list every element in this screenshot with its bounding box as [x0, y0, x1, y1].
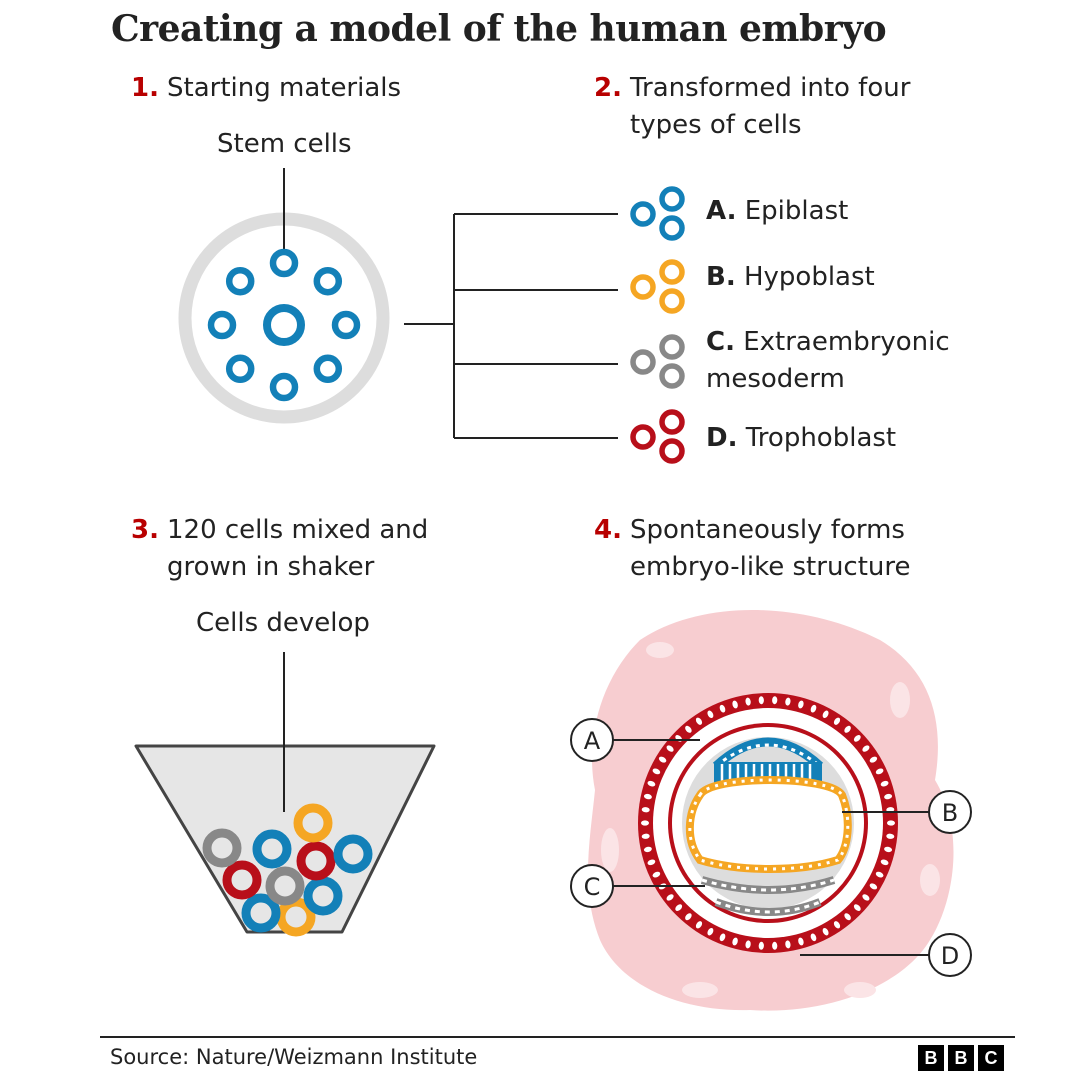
svg-text:B: B	[942, 799, 958, 827]
hypoblast-cells-icon	[630, 259, 685, 314]
logo-letter: B	[948, 1045, 974, 1071]
step-number: 3.	[131, 515, 159, 545]
embryo-diagram: A B C D	[134, 168, 972, 1011]
step-text: Spontaneously forms embryo-like structur…	[630, 515, 911, 582]
svg-text:D: D	[941, 942, 959, 970]
cell-type-b-label: B. Hypoblast	[706, 259, 1006, 296]
cell-type-c-label: C. Extraembryonic mesoderm	[706, 324, 966, 398]
step-number: 2.	[594, 73, 622, 103]
cell-type-name: Extraembryonic mesoderm	[706, 327, 950, 394]
cell-type-a-label: A. Epiblast	[706, 193, 1006, 230]
stem-cell	[269, 372, 299, 402]
cell-type-d-label: D. Trophoblast	[706, 420, 1006, 457]
badge-c: C	[570, 864, 614, 908]
cell-type-letter: B.	[706, 262, 736, 292]
mesoderm-cells-icon	[630, 334, 685, 389]
cell-type-letter: C.	[706, 327, 735, 357]
badge-a: A	[570, 718, 614, 762]
cell-type-letter: D.	[706, 423, 738, 453]
cell-type-name: Hypoblast	[743, 262, 875, 292]
stem-cell	[269, 248, 299, 278]
stem-cells	[207, 248, 361, 402]
step-1-heading: 1. Starting materials	[131, 70, 511, 107]
badge-b: B	[928, 790, 972, 834]
step-number: 4.	[594, 515, 622, 545]
stem-cell-center	[263, 304, 305, 346]
cell-type-name: Epiblast	[744, 196, 849, 226]
stem-cell	[225, 266, 255, 296]
hypoblast-layer	[685, 776, 852, 873]
shaker-cup	[134, 652, 436, 937]
cells-develop-label: Cells develop	[196, 608, 370, 638]
bbc-logo: B B C	[918, 1045, 1004, 1071]
stem-cell-dish	[178, 168, 390, 424]
cell-type-letter: A.	[706, 196, 737, 226]
step-text: 120 cells mixed and grown in shaker	[167, 515, 429, 582]
stem-cells-label: Stem cells	[217, 129, 352, 159]
source-credit: Source: Nature/Weizmann Institute	[110, 1045, 478, 1069]
step-text: Starting materials	[167, 73, 402, 103]
trophoblast-cells-icon	[630, 409, 685, 464]
step-3-heading: 3. 120 cells mixed and grown in shaker	[131, 512, 461, 586]
epiblast-cells-icon	[630, 186, 685, 241]
svg-text:A: A	[584, 727, 601, 755]
stem-cell	[225, 354, 255, 384]
svg-text:C: C	[584, 873, 601, 901]
stem-cell	[331, 310, 361, 340]
stem-cell	[207, 310, 237, 340]
cell-type-name: Trophoblast	[745, 423, 897, 453]
trophoblast-layer	[641, 696, 895, 950]
logo-letter: B	[918, 1045, 944, 1071]
footer-divider	[100, 1036, 1015, 1038]
step-4-heading: 4. Spontaneously forms embryo-like struc…	[594, 512, 934, 586]
embryo-structure: A B C D	[570, 610, 972, 1011]
logo-letter: C	[978, 1045, 1004, 1071]
connector-lines	[404, 213, 618, 439]
step-2-heading: 2. Transformed into four types of cells	[594, 70, 954, 144]
page-title: Creating a model of the human embryo	[111, 8, 887, 50]
mixed-cells	[202, 803, 373, 937]
stem-cell	[313, 266, 343, 296]
step-number: 1.	[131, 73, 159, 103]
stem-cell	[313, 354, 343, 384]
badge-d: D	[928, 933, 972, 977]
step-text: Transformed into four types of cells	[630, 73, 911, 140]
mesoderm-layer	[700, 876, 836, 916]
